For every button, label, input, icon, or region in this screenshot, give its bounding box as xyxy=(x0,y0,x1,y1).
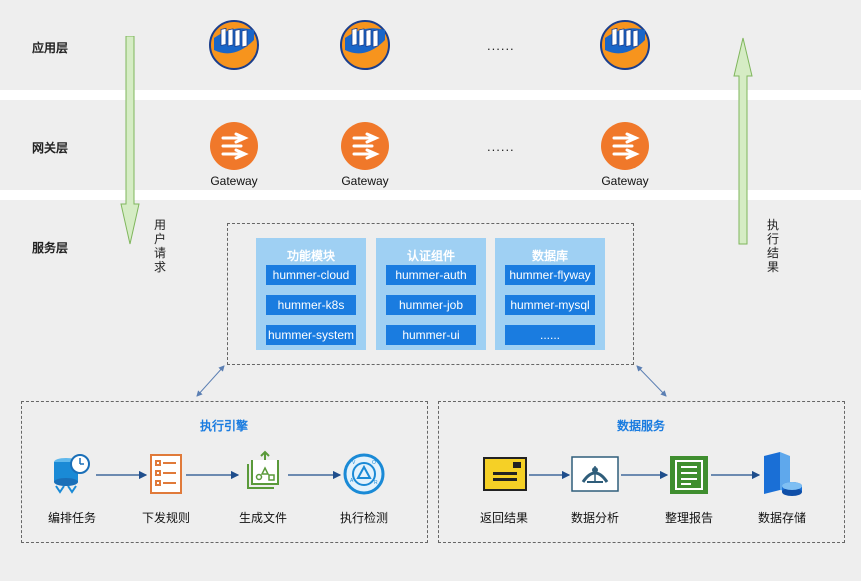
service-layer-label: 服务层 xyxy=(32,241,69,255)
data-storage-icon xyxy=(764,452,802,496)
return-result-icon xyxy=(483,457,527,491)
gateway-label: Gateway xyxy=(210,174,258,188)
gateway-icon xyxy=(341,122,389,170)
data-service-title: 数据服务 xyxy=(616,419,665,433)
dispatch-rules-icon xyxy=(150,454,182,494)
module-item: hummer-auth xyxy=(386,265,476,285)
data-service-flow-arrows xyxy=(529,470,761,480)
exec-result-up-arrow xyxy=(733,37,753,245)
module-item: hummer-cloud xyxy=(266,265,356,285)
connector-data-service xyxy=(636,365,667,397)
module-item: hummer-k8s xyxy=(266,295,356,315)
execution-engine-title: 执行引擎 xyxy=(199,419,248,433)
svg-text:O: O xyxy=(372,460,376,466)
execution-engine-panel xyxy=(21,401,428,543)
exec-result-label: 执行结果 xyxy=(766,218,779,274)
gateway-ellipsis: ...... xyxy=(487,139,515,154)
module-auth: 认证组件 hummer-auth hummer-job hummer-ui xyxy=(376,238,486,350)
execute-check-icon: V O A R xyxy=(343,453,385,495)
connector-engine xyxy=(196,365,225,397)
svg-text:R: R xyxy=(374,480,378,486)
app-layer-label: 应用层 xyxy=(32,41,69,55)
data-service-step-label: 数据分析 xyxy=(570,511,619,525)
engine-step-label: 下发规则 xyxy=(141,511,190,525)
engine-step-label: 生成文件 xyxy=(238,511,287,525)
module-function: 功能模块 hummer-cloud hummer-k8s hummer-syst… xyxy=(256,238,366,350)
module-item: hummer-flyway xyxy=(505,265,595,285)
orchestrate-task-icon xyxy=(54,454,90,494)
data-service-step-label: 数据存储 xyxy=(757,511,806,525)
module-item: hummer-job xyxy=(386,295,476,315)
module-title: 数据库 xyxy=(531,249,568,263)
data-service-panel xyxy=(438,401,845,543)
module-item: hummer-mysql xyxy=(505,295,595,315)
gateway-layer-label: 网关层 xyxy=(32,141,69,155)
app-server-icon xyxy=(600,20,650,70)
module-database: 数据库 hummer-flyway hummer-mysql ...... xyxy=(495,238,605,350)
engine-step-label: 编排任务 xyxy=(47,511,96,525)
data-analysis-icon xyxy=(571,456,619,492)
generate-file-icon xyxy=(247,450,279,489)
app-server-icon xyxy=(209,20,259,70)
app-server-icon xyxy=(340,20,390,70)
module-item: hummer-ui xyxy=(386,325,476,345)
gateway-icon xyxy=(210,122,258,170)
module-title: 认证组件 xyxy=(406,249,455,263)
gateway-icon xyxy=(601,122,649,170)
gateway-layer-band xyxy=(0,100,861,190)
app-ellipsis: ...... xyxy=(487,38,515,53)
module-item: hummer-system xyxy=(266,325,356,345)
service-modules-container xyxy=(227,223,634,365)
organize-report-icon xyxy=(670,456,708,494)
module-title: 功能模块 xyxy=(286,249,335,263)
user-request-label: 用户请求 xyxy=(153,218,166,274)
gateway-label: Gateway xyxy=(341,174,389,188)
svg-text:V: V xyxy=(352,460,356,466)
app-layer-band xyxy=(0,0,861,90)
gateway-label: Gateway xyxy=(601,174,649,188)
module-item: ...... xyxy=(505,325,595,345)
data-service-step-label: 返回结果 xyxy=(479,511,528,525)
svg-text:A: A xyxy=(350,478,354,484)
engine-flow-arrows xyxy=(96,470,342,480)
user-request-down-arrow xyxy=(120,36,140,245)
engine-step-label: 执行检测 xyxy=(339,511,388,525)
data-service-step-label: 整理报告 xyxy=(664,511,713,525)
